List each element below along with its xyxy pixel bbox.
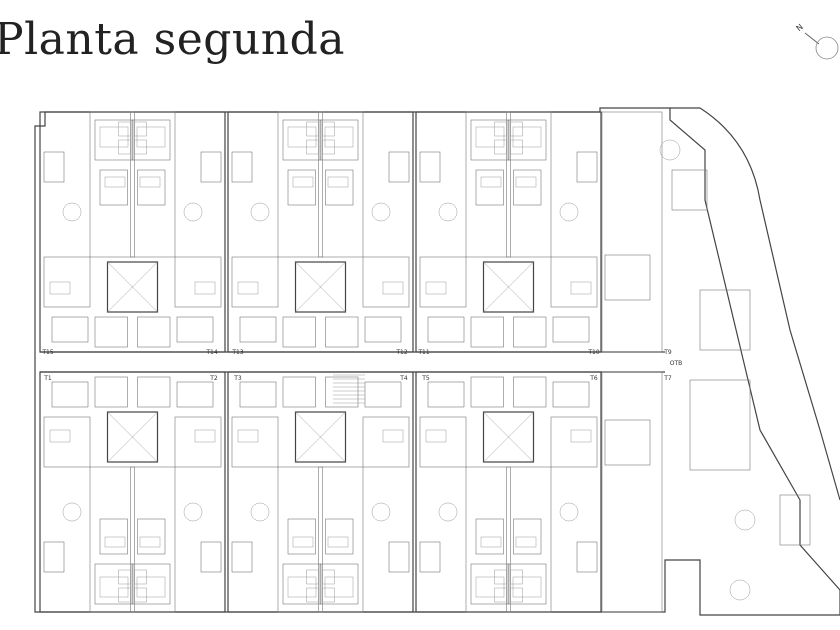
room-label-t13: T13: [231, 349, 243, 356]
room-label-t9: T9: [663, 349, 672, 356]
apartment-block-bottom-2: [227, 371, 414, 613]
apartment-block-top-1: [39, 111, 226, 353]
room-label-t5: T5: [421, 375, 430, 382]
room-label-t1: T1: [43, 375, 52, 382]
room-label-t4: T4: [399, 375, 408, 382]
room-label-t6: T6: [589, 375, 598, 382]
building-outline: [34, 107, 840, 616]
room-label-t10: T10: [587, 349, 599, 356]
apartment-block-bottom-1: [39, 371, 226, 613]
north-label: N: [795, 22, 805, 33]
room-label-t7: T7: [663, 375, 672, 382]
room-label-t2: T2: [209, 375, 218, 382]
apartment-block-top-3: [415, 111, 602, 353]
room-label-t12: T12: [395, 349, 407, 356]
apartment-block-top-2: [227, 111, 414, 353]
apartment-block-bottom-3: [415, 371, 602, 613]
shaft-label: OTB: [670, 360, 683, 367]
room-label-t3: T3: [233, 375, 242, 382]
room-label-t11: T11: [417, 349, 429, 356]
page-title: Planta segunda: [0, 14, 346, 65]
room-label-t14: T14: [205, 349, 217, 356]
east-wing: [601, 111, 811, 613]
north-arrow-icon: N: [795, 22, 839, 60]
staircase: [333, 374, 365, 404]
room-label-t15: T15: [41, 349, 53, 356]
